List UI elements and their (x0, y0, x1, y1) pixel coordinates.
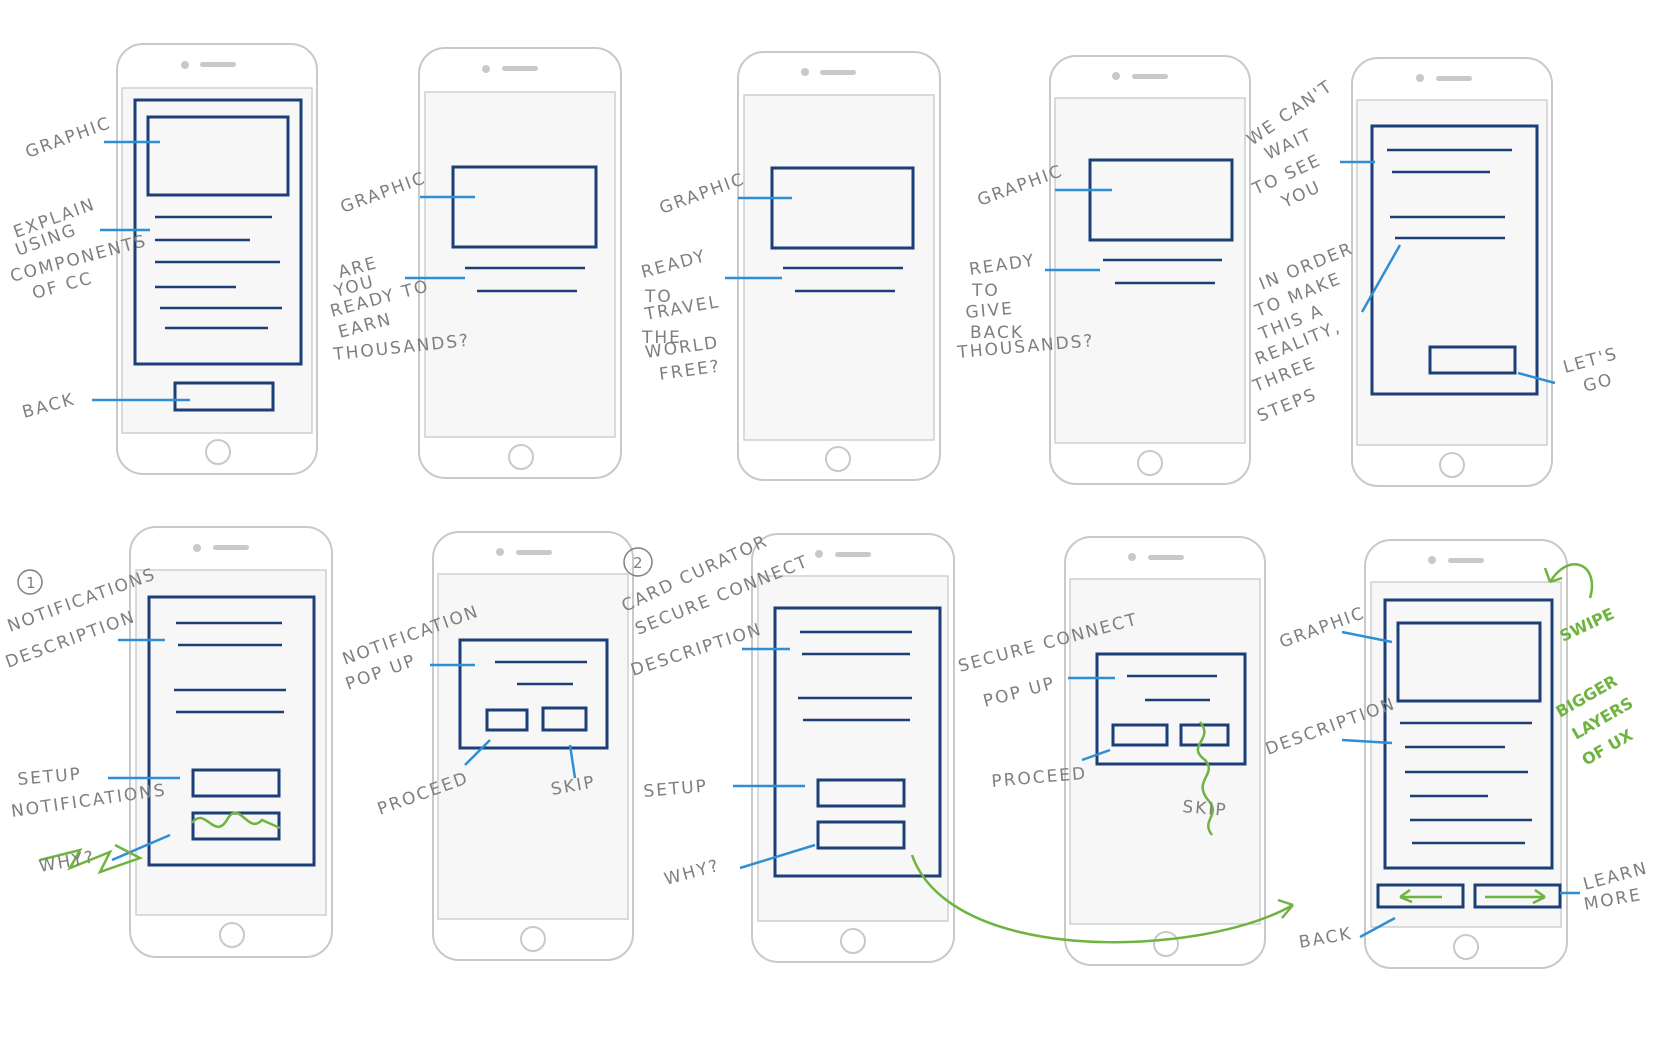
skip-button (1179, 723, 1230, 747)
content-card (133, 98, 303, 366)
content-card (1370, 124, 1539, 396)
graphic-placeholder (451, 165, 598, 249)
scribble-mark (190, 811, 281, 830)
graphic-placeholder (770, 166, 915, 250)
phone-9-secure-connect-popup: SECURE CONNECT POP UP PROCEED SKIP (956, 536, 1266, 966)
popup-dialog (458, 638, 609, 750)
content-card (1383, 598, 1554, 870)
label-graphic: GRAPHIC (657, 169, 748, 219)
phone-6-notifications: 1 NOTIFICATIONS DESCRIPTION SETUP NOTIFI… (3, 526, 333, 958)
graphic-placeholder (1088, 158, 1234, 242)
why-button (816, 820, 906, 850)
label-setup: SETUP (17, 764, 83, 790)
phone-2-earn-thousands: GRAPHIC ARE YOU READY TO EARN THOUSANDS? (328, 47, 622, 479)
label-back: BACK (1297, 924, 1354, 953)
label-why: WHY? (37, 847, 97, 877)
label-why: WHY? (662, 856, 722, 890)
label-graphic: GRAPHIC (338, 168, 429, 218)
label-free: FREE? (658, 357, 722, 385)
label-go: GO (1581, 370, 1616, 397)
label-graphic: GRAPHIC (23, 113, 114, 163)
step-number-circle (17, 569, 43, 595)
phone-1-intro-explain: GRAPHIC EXPLAIN USING COMPONENTS OF CC B… (8, 43, 318, 475)
label-back: BACK (970, 323, 1024, 343)
graphic-placeholder (1396, 621, 1542, 703)
label-setup: SETUP (643, 776, 709, 802)
phone-4-give-back: GRAPHIC READY TO GIVE BACK THOUSANDS? (956, 55, 1251, 485)
step-number: 1 (26, 574, 36, 592)
swipe-arrow-icon (1543, 563, 1594, 599)
label-graphic: GRAPHIC (975, 161, 1066, 211)
label-pop-up: POP UP (981, 673, 1058, 711)
setup-button (816, 778, 906, 808)
phone-10-learn-more: GRAPHIC DESCRIPTION BACK LEARN MORE SWIP… (1263, 539, 1650, 969)
label-swipe: SWIPE (1557, 604, 1617, 646)
back-arrow-button (1376, 883, 1465, 909)
label-back: BACK (20, 390, 77, 423)
label-lets: LET'S (1561, 344, 1620, 378)
step-number-circle (623, 547, 653, 577)
back-button (173, 381, 275, 412)
label-give: GIVE (965, 299, 1015, 323)
label-ready: READY (639, 246, 709, 283)
flow-arrow-icon (910, 854, 1294, 944)
content-card (147, 595, 316, 867)
setup-button (191, 768, 281, 798)
phone-7-notification-popup: NOTIFICATION POP UP PROCEED SKIP (340, 531, 634, 961)
phone-3-travel-world: GRAPHIC READY TO TRAVEL THE WORLD FREE? (639, 51, 941, 481)
label-the: THE (641, 328, 682, 348)
skip-button (541, 706, 588, 732)
lets-go-button (1428, 345, 1517, 375)
proceed-button (1111, 723, 1169, 747)
label-ready: READY (968, 251, 1037, 280)
graphic-placeholder (146, 115, 290, 197)
content-card (773, 606, 942, 878)
scribble-mark (1196, 721, 1215, 836)
scribble-mark (39, 843, 144, 875)
label-to: TO (971, 281, 1000, 301)
phone-8-secure-connect: 2 CARD CURATOR SECURE CONNECT DESCRIPTIO… (619, 531, 955, 963)
learn-more-arrow-button (1473, 883, 1562, 909)
step-number: 2 (633, 554, 643, 572)
label-skip: SKIP (1182, 797, 1229, 821)
arrow-right-icon (1485, 888, 1546, 905)
proceed-button (485, 708, 529, 732)
label-to: TO (644, 287, 673, 307)
arrow-left-icon (1399, 888, 1442, 904)
label-graphic: GRAPHIC (1277, 603, 1368, 653)
popup-dialog (1095, 652, 1247, 766)
phone-5-three-steps: WE CAN'T WAIT TO SEE YOU IN ORDER TO MAK… (1243, 57, 1620, 487)
